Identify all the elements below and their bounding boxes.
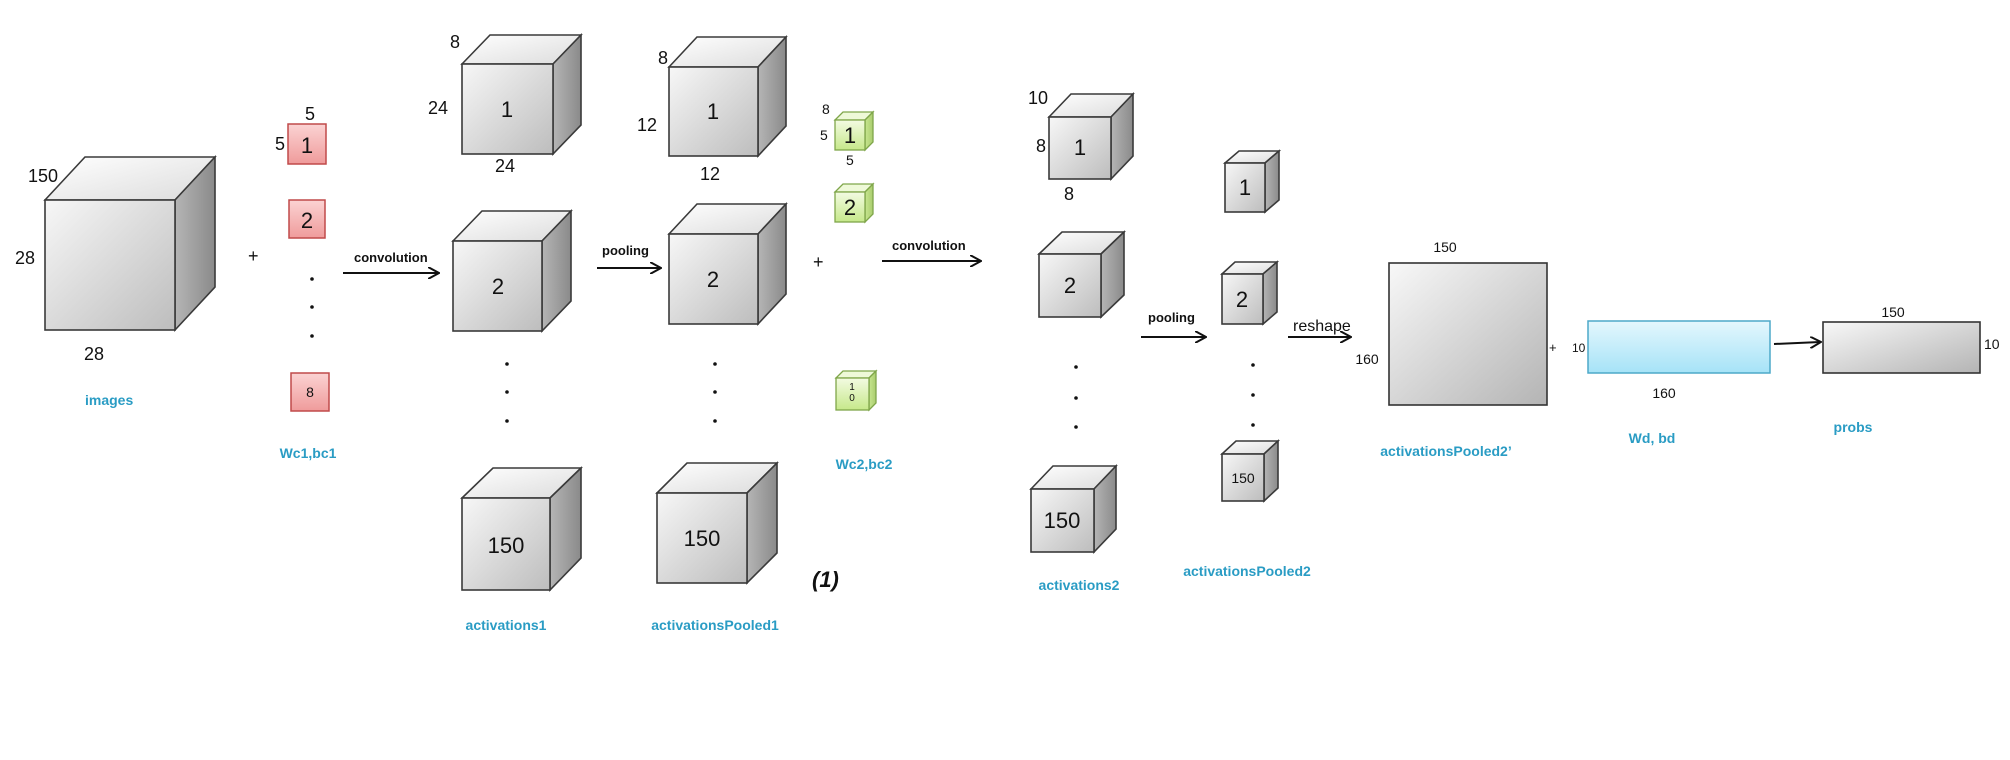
- reshape-label: reshape: [1293, 318, 1351, 335]
- activationsPooled1-depth: 8: [658, 48, 668, 68]
- activations1-label: activations1: [466, 617, 547, 633]
- wc1-ellipsis: [310, 277, 314, 338]
- pooling-label-2: pooling: [1148, 310, 1195, 325]
- activations2-width: 8: [1064, 184, 1074, 204]
- wc2-filter-1-index: 1: [844, 123, 856, 148]
- activations1-map-150: 150: [460, 466, 583, 592]
- activations2-label: activations2: [1039, 577, 1120, 593]
- wc1-kernel-height: 5: [275, 134, 285, 154]
- activationsPooled2-map-1-index: 1: [1239, 175, 1251, 200]
- images-depth: 150: [28, 166, 58, 186]
- activationsPooled2-label: activationsPooled2: [1183, 563, 1311, 579]
- wc1-kernel-width: 5: [305, 104, 315, 124]
- probs-height: 10: [1984, 336, 2000, 352]
- activations1-height: 24: [428, 98, 448, 118]
- wc2-width: 5: [846, 152, 854, 168]
- activationsPooled1-map-150: 150: [655, 461, 779, 585]
- wc1-filter-2: 2: [288, 199, 326, 239]
- activations2-map-2: 2: [1037, 230, 1126, 319]
- wc1-label: Wc1,bc1: [280, 445, 337, 461]
- output-arrow: [1773, 342, 1820, 344]
- activationsPooled2prime-label: activationsPooled2’: [1380, 443, 1511, 459]
- activationsPooled1-map-150-index: 150: [684, 526, 721, 551]
- pooling-label-1: pooling: [602, 243, 649, 258]
- probs-label: probs: [1834, 419, 1873, 435]
- images-width: 28: [84, 344, 104, 364]
- activationsPooled2prime-width: 150: [1433, 239, 1457, 255]
- wc2-filter-2: 2: [833, 182, 875, 224]
- plus-sign-3: +: [1549, 340, 1557, 355]
- convolution-label-2: convolution: [892, 238, 966, 253]
- plus-sign-1: +: [248, 246, 259, 266]
- activations1-ellipsis: [505, 362, 509, 423]
- wd-matrix: [1587, 320, 1771, 374]
- images-cube: [43, 154, 217, 333]
- activationsPooled1-map-1-index: 1: [707, 99, 719, 124]
- wd-height: 10: [1572, 341, 1586, 355]
- wc2-filter-2-index: 2: [844, 195, 856, 220]
- activationsPooled2-map-2-index: 2: [1236, 287, 1248, 312]
- figure-number: (1): [812, 567, 839, 592]
- activationsPooled2-map-150-index: 150: [1231, 470, 1255, 486]
- activationsPooled2-map-2: 2: [1219, 260, 1280, 326]
- convolution-label-1: convolution: [354, 250, 428, 265]
- activations2-map-2-index: 2: [1064, 273, 1076, 298]
- activations1-map-150-index: 150: [488, 533, 525, 558]
- activationsPooled1-height: 12: [637, 115, 657, 135]
- activationsPooled1-width: 12: [700, 164, 720, 184]
- activations2-height: 8: [1036, 136, 1046, 156]
- activationsPooled1-map-1: 1: [667, 34, 788, 159]
- wd-label: Wd, bd: [1629, 430, 1676, 446]
- wc1-filter-1-index: 1: [301, 133, 313, 158]
- activationsPooled1-map-2-index: 2: [707, 267, 719, 292]
- activations1-map-1-index: 1: [501, 97, 513, 122]
- wc2-label: Wc2,bc2: [836, 456, 893, 472]
- activations1-depth: 8: [450, 32, 460, 52]
- activations1-width: 24: [495, 156, 515, 176]
- wd-width: 160: [1652, 385, 1676, 401]
- images-height: 28: [15, 248, 35, 268]
- probs-width: 150: [1881, 304, 1905, 320]
- probs-matrix: [1822, 321, 1981, 374]
- activations2-map-1: 1: [1047, 92, 1135, 181]
- activations2-map-1-index: 1: [1074, 135, 1086, 160]
- plus-sign-2: +: [813, 252, 824, 272]
- wc2-height: 5: [820, 127, 828, 143]
- wc2-filter-1: 1: [833, 110, 875, 152]
- activations2-depth: 10: [1028, 88, 1048, 108]
- activationsPooled1-label: activationsPooled1: [651, 617, 779, 633]
- activationsPooled1-ellipsis: [713, 362, 717, 423]
- wc1-filter-8: 8: [290, 372, 330, 412]
- activationsPooled2-map-1: 1: [1222, 149, 1282, 214]
- images-label: images: [85, 392, 133, 408]
- activations2-map-150-index: 150: [1044, 508, 1081, 533]
- wc1-filter-1: 1: [287, 123, 327, 165]
- wc2-depth: 8: [822, 101, 830, 117]
- activations1-map-2-index: 2: [492, 274, 504, 299]
- activations1-map-1: 1: [460, 33, 583, 156]
- activationsPooled1-map-2: 2: [667, 201, 788, 327]
- activationsPooled2prime-matrix: [1388, 262, 1548, 406]
- activations1-map-2: 2: [451, 209, 573, 333]
- activations2-map-150: 150: [1029, 464, 1118, 554]
- wc1-filter-8-index: 8: [306, 384, 314, 400]
- wc1-filter-2-index: 2: [301, 208, 313, 233]
- activationsPooled2prime-height: 160: [1355, 351, 1379, 367]
- activationsPooled2-ellipsis: [1251, 363, 1255, 427]
- activations2-ellipsis: [1074, 365, 1078, 429]
- activationsPooled2-map-150: 150: [1219, 439, 1281, 503]
